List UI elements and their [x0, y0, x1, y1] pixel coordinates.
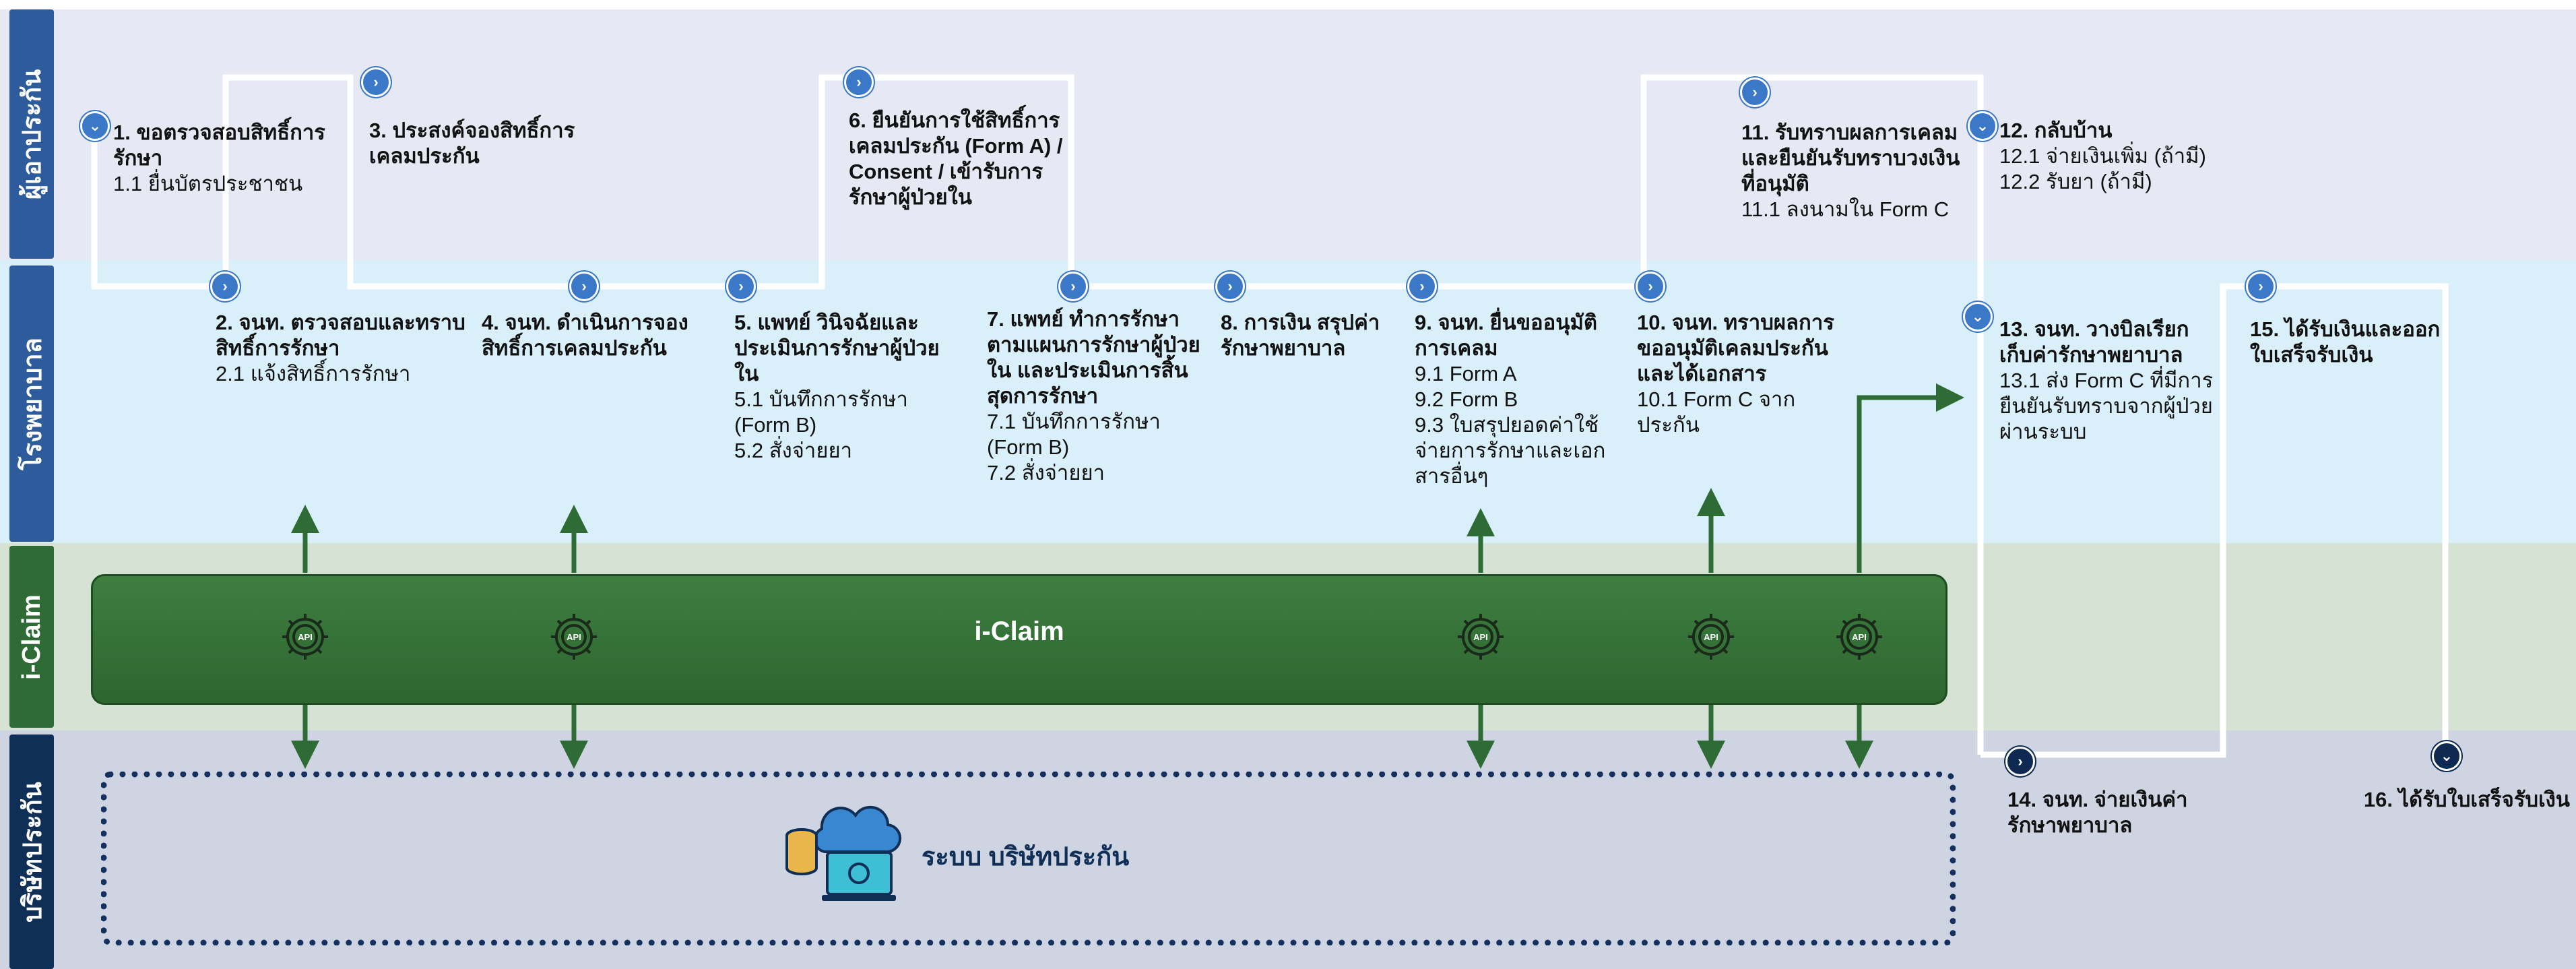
lane-insurer [0, 730, 2576, 969]
svg-text:API: API [567, 632, 581, 642]
step-marker-11: › [1740, 77, 1770, 107]
lane-label-iclaim: i-Claim [9, 546, 54, 728]
insurer-system-label: ระบบ บริษัทประกัน [922, 843, 1130, 871]
api-gear-icon: API [551, 614, 597, 660]
step-12: 12. กลับบ้าน 12.1 จ่ายเงินเพิ่ม (ถ้ามี) … [1999, 119, 2206, 193]
flow-path-main [91, 74, 1984, 755]
step-marker-13: ⌄ [1963, 302, 1993, 332]
cloud-database-icon [785, 805, 902, 901]
lane-label-patient: ผู้เอาประกัน [9, 9, 54, 259]
step-marker-3: › [361, 67, 391, 97]
step-16: 16. ได้รับใบเสร็จรับเงิน [2363, 788, 2570, 811]
svg-text:API: API [1473, 632, 1488, 642]
step-marker-5: › [726, 272, 756, 301]
step-marker-12: ⌄ [1968, 111, 1997, 141]
step-marker-14: › [2005, 747, 2035, 776]
step-marker-8: › [1215, 272, 1245, 301]
arrow-to-13 [1857, 383, 1964, 573]
flow-path-return [1981, 283, 2449, 758]
svg-text:API: API [1704, 632, 1718, 642]
step-5: 5. แพทย์ วินิจฉัยและประเมินการรักษาผู้ป่… [734, 311, 940, 462]
svg-text:API: API [298, 632, 313, 642]
step-marker-2: › [210, 272, 240, 301]
step-marker-10: › [1636, 272, 1665, 301]
lane-patient [0, 9, 2576, 260]
api-gear-icon: API [1458, 614, 1504, 660]
lane-hospital [0, 260, 2576, 543]
step-6: 6. ยืนยันการใช้สิทธิ์การเคลมประกัน (Form… [849, 108, 1063, 209]
step-13: 13. จนท. วางบิลเรียกเก็บค่ารักษาพยาบาล 1… [1999, 317, 2214, 443]
step-marker-16: ⌄ [2432, 741, 2461, 771]
step-marker-7: › [1058, 272, 1088, 301]
lane-label-hospital: โรงพยาบาล [9, 265, 54, 542]
step-marker-15: › [2246, 272, 2276, 301]
step-marker-6: › [844, 67, 874, 97]
api-gear-icon: API [1688, 614, 1734, 660]
iclaim-platform-bar: i-Claim [91, 574, 1947, 705]
lane-label-insurer: บริษัทประกัน [9, 734, 54, 969]
step-8: 8. การเงิน สรุปค่ารักษาพยาบาล [1221, 311, 1380, 360]
iclaim-bar-label: i-Claim [974, 617, 1064, 646]
step-9: 9. จนท. ยื่นขออนุมัติการเคลม 9.1 Form A … [1415, 311, 1606, 488]
step-7: 7. แพทย์ ทำการรักษาตามแผนการรักษาผู้ป่วย… [987, 307, 1200, 484]
step-marker-1: ⌄ [80, 111, 110, 141]
step-marker-4: › [569, 272, 599, 301]
insurer-system-box [101, 772, 1956, 945]
step-15: 15. ได้รับเงินและออกใบเสร็จรับเงิน [2250, 317, 2441, 367]
step-marker-9: › [1407, 272, 1437, 301]
step-10: 10. จนท. ทราบผลการขออนุมัติเคลมประกันและ… [1637, 311, 1834, 437]
api-gear-icon: API [282, 614, 328, 660]
step-11: 11. รับทราบผลการเคลมและยืนยันรับทราบวงเง… [1741, 121, 1960, 221]
svg-text:API: API [1852, 632, 1867, 642]
step-3: 3. ประสงค์จองสิทธิ์การเคลมประกัน [369, 119, 575, 168]
step-4: 4. จนท. ดำเนินการจองสิทธิ์การเคลมประกัน [482, 311, 688, 360]
api-gear-icon: API [1836, 614, 1882, 660]
step-14: 14. จนท. จ่ายเงินค่ารักษาพยาบาล [2007, 788, 2188, 837]
